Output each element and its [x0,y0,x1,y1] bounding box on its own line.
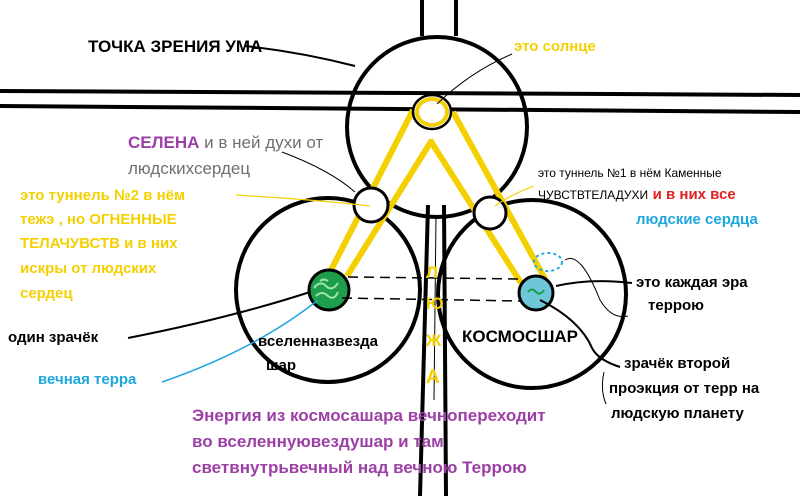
pointer-second-pupil-bracket [601,371,607,405]
selena-title: СЕЛЕНА [128,133,200,152]
second-pupil-line1: зрачёк второй [624,355,731,372]
pillar-letter-1: Л [426,263,438,282]
universe-ball-circle [234,196,422,384]
tunnel-1-line1: это туннель №1 в нём Каменные [538,166,722,180]
second-pupil-line2: проэкция от терр на [609,380,760,397]
universe-ball-label-1: вселенназвезда [258,333,378,350]
pointer-second-pupil [539,299,621,368]
horizontal-bar-top [0,89,800,97]
horizontal-bar-bottom [0,104,800,114]
each-era-label: это каждая эра [636,274,748,291]
terror-label: террою [648,297,704,314]
universe-ball-label-2: шар [266,357,297,374]
tunnel-1-line2: ЧУВСТВТЕЛАДУХИ и в них все [538,185,736,205]
center-pillar-right [442,204,448,496]
tunnel-2-line1: это туннель №2 в нём [20,187,186,204]
pointer-mind-viewpoint [244,45,356,67]
second-pupil-line3: людскую планету [611,405,744,422]
tunnel-1-line2a: ЧУВСТВТЕЛАДУХИ [538,188,649,202]
left-pupil-pattern [313,278,339,299]
right-pupil-pattern [527,288,545,295]
pointer-tunnel-2 [235,194,371,207]
mind-circle [345,35,529,219]
one-pupil-label: один зрачёк [8,329,99,346]
pillar-letter-4: А [426,367,440,388]
cosmos-ball-label: КОСМОСШАР [462,327,579,346]
tunnel-1-line2b: и в них все [652,186,736,203]
right-yellow-ray-outer [450,110,548,281]
left-yellow-ray-inner [344,138,435,278]
selena-rest-1: и в ней духи от [204,133,324,152]
pointer-era-curve [564,258,629,318]
eternal-terra-label: вечная терра [38,371,137,388]
human-hearts-label: людские сердца [636,211,758,228]
center-pillar-left [418,204,430,496]
left-pupil [307,268,351,312]
energy-line2: во вселеннуювездушар и там [192,432,444,451]
mind-viewpoint-label: ТОЧКА ЗРЕНИЯ УМА [88,37,263,56]
dashed-line-upper [347,276,521,280]
pointer-selena [281,151,356,193]
pointer-sun [436,53,513,105]
selena-label-line1: СЕЛЕНА и в ней духи от [128,132,323,153]
selena-rest-2: людскихсердец [128,159,251,178]
sun-glow [415,97,449,127]
pointer-one-pupil [127,291,311,339]
cosmos-ball-circle [436,198,628,390]
pointer-eternal-terra [161,299,319,383]
tunnel-2-line2: тежэ , но ОГНЕННЫЕ [20,211,177,228]
human-hearts-dotted-region [533,252,563,272]
dashed-line-lower [341,297,521,302]
energy-line1: Энергия из космосашара вечнопереходит [192,406,546,425]
tunnel-2-line3: ТЕЛАЧУВСТВ и в них [20,235,178,252]
pointer-tunnel-1 [494,185,535,207]
center-pillar-thin [433,214,437,401]
sun-label: это солнце [514,38,596,55]
energy-line3: светвнутрьвечный над вечною Террою [192,458,527,477]
tunnel-2-line4: искры от людских [20,260,157,277]
pillar-letter-3: Ж [426,331,442,350]
tunnel-2-line5: сердец [20,285,73,302]
tunnel-1-circle [472,195,508,231]
pillar-letter-2: Ю [426,294,444,313]
tunnel-2-circle [352,186,390,224]
